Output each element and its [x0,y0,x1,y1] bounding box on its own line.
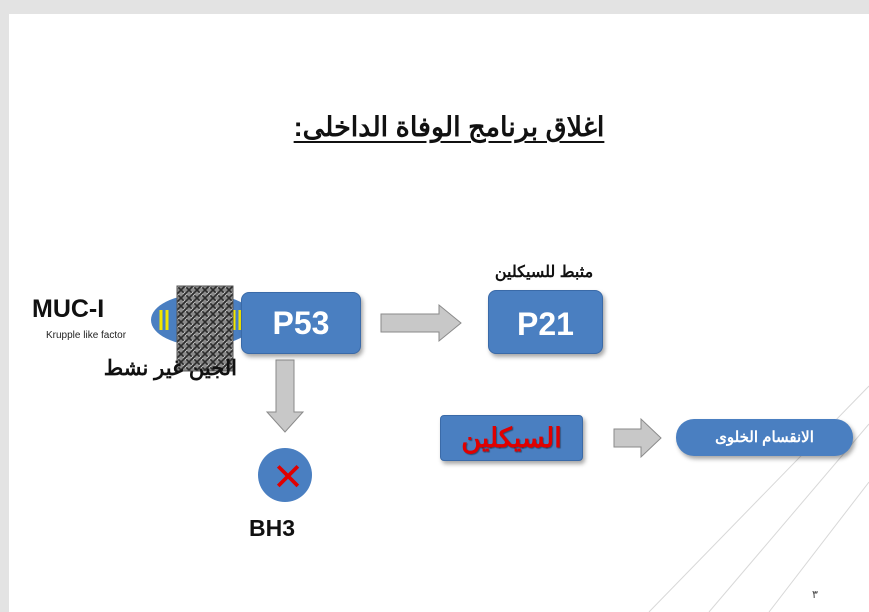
slide: اغلاق برنامج الوفاة الداخلى: MUC-I Krupp… [9,14,869,612]
page-number: ٣ [812,589,818,601]
arrow-cyclin-to-division [613,417,662,459]
p21-box: P21 [488,290,603,354]
diagram-graphics [151,285,869,612]
cyclin-box: السيكلين [440,415,583,461]
p53-box: P53 [241,292,361,354]
slide-title: اغلاق برنامج الوفاة الداخلى: [293,112,605,142]
yellow-stripes [159,310,242,330]
gene-inactive-label: الجين غير نشط [103,357,237,380]
bh3-circle [258,448,312,502]
muc-label: MUC-I [32,295,105,323]
bh3-label: BH3 [249,515,296,541]
mesh-block-icon [176,285,234,372]
cell-division-pill: الانقسام الخلوى [676,419,853,456]
arrow-p53-to-bh3 [265,359,305,433]
arrow-p53-to-p21 [380,303,462,343]
krupple-label: Krupple like factor [46,330,127,341]
p21-caption: مثبط للسيكلين [494,264,594,281]
x-mark-icon: ✕ [272,455,304,499]
